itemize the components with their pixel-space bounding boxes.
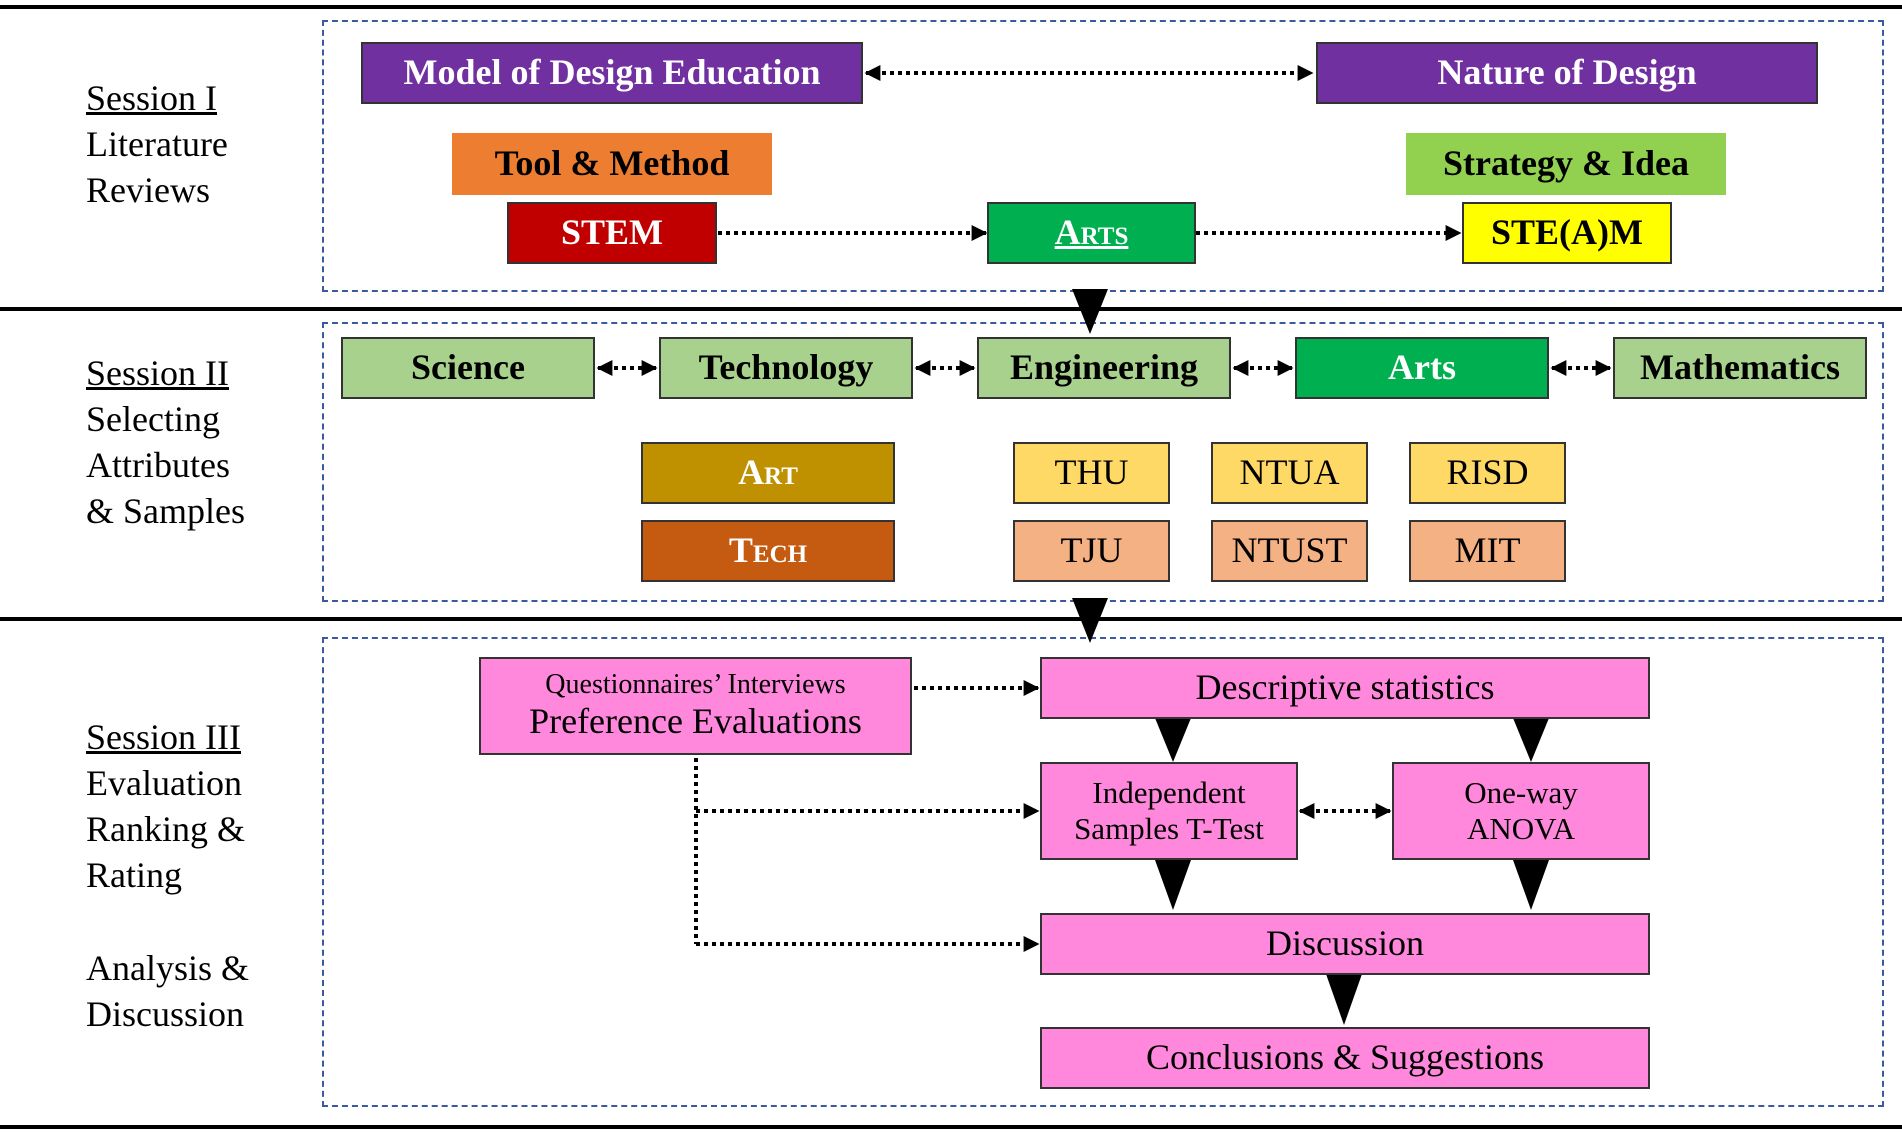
rule-2: [0, 617, 1902, 621]
arrow-session1-to-2: [1072, 289, 1108, 334]
session-3-line: Ranking &: [86, 809, 245, 849]
box-school-tju: TJU: [1013, 520, 1170, 582]
session-2-title: Session II: [86, 353, 229, 393]
box-school-ntust: NTUST: [1211, 520, 1368, 582]
box-independent-samples-ttest: Independent Samples T-Test: [1040, 762, 1298, 860]
box-group-tech: Tech: [641, 520, 895, 582]
session-2-line: Selecting: [86, 399, 220, 439]
box-conclusions-suggestions: Conclusions & Suggestions: [1040, 1027, 1650, 1089]
box-mathematics: Mathematics: [1613, 337, 1867, 399]
box-stem: STEM: [507, 202, 717, 264]
anova-line-1: One-way: [1464, 775, 1578, 811]
box-school-mit: MIT: [1409, 520, 1566, 582]
session-3b-line: Discussion: [86, 994, 245, 1034]
session-1-line: Reviews: [86, 170, 210, 210]
ttest-line-2: Samples T-Test: [1074, 811, 1264, 846]
box-group-art: Art: [641, 442, 895, 504]
questionnaire-line-1: Questionnaires’ Interviews: [545, 669, 846, 701]
session-2-label: Session II Selecting Attributes & Sample…: [86, 350, 245, 534]
session-1-line: Literature: [86, 124, 228, 164]
session-3b-line: Analysis &: [86, 948, 250, 988]
box-discussion: Discussion: [1040, 913, 1650, 975]
box-arts: Arts: [987, 202, 1196, 264]
anova-line-2: ANOVA: [1467, 811, 1575, 846]
rule-top: [0, 5, 1902, 9]
arrow-session2-to-3: [1072, 598, 1108, 643]
session-1-title: Session I: [86, 78, 218, 118]
rule-bottom: [0, 1125, 1902, 1129]
box-questionnaire-interviews: Questionnaires’ Interviews Preference Ev…: [479, 657, 912, 755]
box-school-risd: RISD: [1409, 442, 1566, 504]
arrow-descriptive-ttest: [1155, 718, 1191, 762]
box-steam: STE(A)M: [1462, 202, 1672, 264]
box-arts-discipline: Arts: [1295, 337, 1549, 399]
box-school-thu: THU: [1013, 442, 1170, 504]
arrow-ttest-discussion: [1155, 860, 1191, 910]
box-strategy-and-idea: Strategy & Idea: [1406, 133, 1726, 195]
panel-session-3: [322, 637, 1884, 1107]
arrow-discussion-conclusions: [1326, 974, 1362, 1025]
ttest-line-1: Independent: [1092, 775, 1246, 811]
arrow-anova-discussion: [1513, 860, 1549, 910]
box-nature-of-design: Nature of Design: [1316, 42, 1818, 104]
box-descriptive-statistics: Descriptive statistics: [1040, 657, 1650, 719]
box-school-ntua: NTUA: [1211, 442, 1368, 504]
session-3-label: Session III Evaluation Ranking & Rating: [86, 714, 245, 898]
rule-1: [0, 307, 1902, 311]
session-2-line: Attributes: [86, 445, 230, 485]
session-3-line: Evaluation: [86, 763, 242, 803]
session-3-title: Session III: [86, 717, 241, 757]
session-3b-label: Analysis & Discussion: [86, 945, 249, 1037]
arrow-descriptive-anova: [1513, 718, 1549, 762]
session-3-line: Rating: [86, 855, 182, 895]
box-technology: Technology: [659, 337, 913, 399]
box-engineering: Engineering: [977, 337, 1231, 399]
session-1-label: Session I Literature Reviews: [86, 75, 228, 213]
box-science: Science: [341, 337, 595, 399]
box-one-way-anova: One-way ANOVA: [1392, 762, 1650, 860]
box-model-of-design-education: Model of Design Education: [361, 42, 863, 104]
box-tool-and-method: Tool & Method: [452, 133, 772, 195]
session-2-line: & Samples: [86, 491, 245, 531]
questionnaire-line-2: Preference Evaluations: [529, 701, 862, 742]
